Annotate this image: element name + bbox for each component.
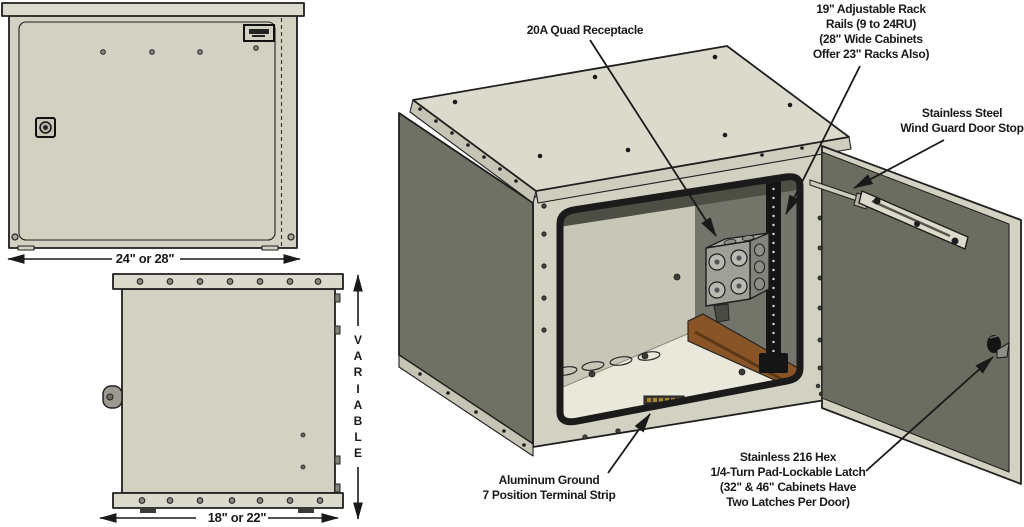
callout-arrow-receptacle (589, 39, 717, 237)
rack-rail (759, 176, 788, 373)
callout-line: Aluminum Ground (498, 473, 600, 487)
callout-line: 7 Position Terminal Strip (482, 488, 616, 502)
callout-arrow-rack-rails (785, 65, 861, 215)
nameplate (243, 24, 275, 42)
callout-line: 1/4-Turn Pad-Lockable Latch (710, 465, 866, 479)
callout-line: Stainless Steel (921, 106, 1003, 120)
callout-line: (28" Wide Cabinets (819, 32, 923, 46)
front-door (18, 21, 276, 241)
front-view-drawing (1, 2, 305, 264)
callout-arrow-door-stop (853, 139, 945, 189)
callout-arrow-ground-strip (607, 413, 651, 474)
callout-arrows (589, 39, 994, 474)
floor-knockouts (560, 351, 661, 376)
callout-door-stop: Stainless Steel Wind Guard Door Stop (880, 106, 1024, 136)
dimension-front-width: 24" or 28" (115, 251, 175, 266)
callout-line: Stainless 216 Hex (739, 450, 837, 464)
callout-arrow-latch (865, 356, 994, 472)
callout-line: 19" Adjustable Rack (816, 2, 926, 16)
base-strip (398, 354, 534, 457)
wind-guard-door-stop (809, 179, 969, 250)
cabinet-roof (409, 45, 852, 204)
roof-shadow (560, 176, 800, 230)
frame-screws (541, 203, 824, 440)
quad-receptacle-box (705, 232, 770, 323)
mounting-bolts (588, 273, 746, 378)
roof-screws (452, 54, 793, 159)
callout-rack-rails: 19" Adjustable Rack Rails (9 to 24RU) (2… (791, 2, 951, 62)
callout-latch: Stainless 216 Hex 1/4-Turn Pad-Lockable … (700, 450, 876, 510)
callout-quad-receptacle: 20A Quad Receptacle (500, 23, 670, 38)
side-latch (102, 385, 123, 409)
callout-ground-strip: Aluminum Ground 7 Position Terminal Stri… (461, 473, 637, 503)
callout-line: Wind Guard Door Stop (900, 121, 1024, 135)
door-panel (809, 145, 1022, 485)
base-rivets (418, 372, 526, 447)
callout-line: (32" & 46" Cabinets Have (719, 480, 857, 494)
callout-line: 20A Quad Receptacle (526, 23, 644, 37)
dimension-height-variable: V A R I A B L E (353, 333, 363, 461)
callout-line: Two Latches Per Door) (726, 495, 850, 509)
dimension-side-depth: 18" or 22" (207, 510, 267, 525)
callout-line: Offer 23" Racks Also) (812, 47, 930, 61)
fascia-rivets (418, 107, 804, 183)
isometric-view-drawing (398, 39, 1022, 485)
callout-line: Rails (9 to 24RU) (825, 17, 917, 31)
side-view-drawing (99, 273, 363, 523)
front-latch (35, 117, 56, 138)
door-latch (987, 335, 1010, 359)
door-gasket (556, 173, 804, 426)
